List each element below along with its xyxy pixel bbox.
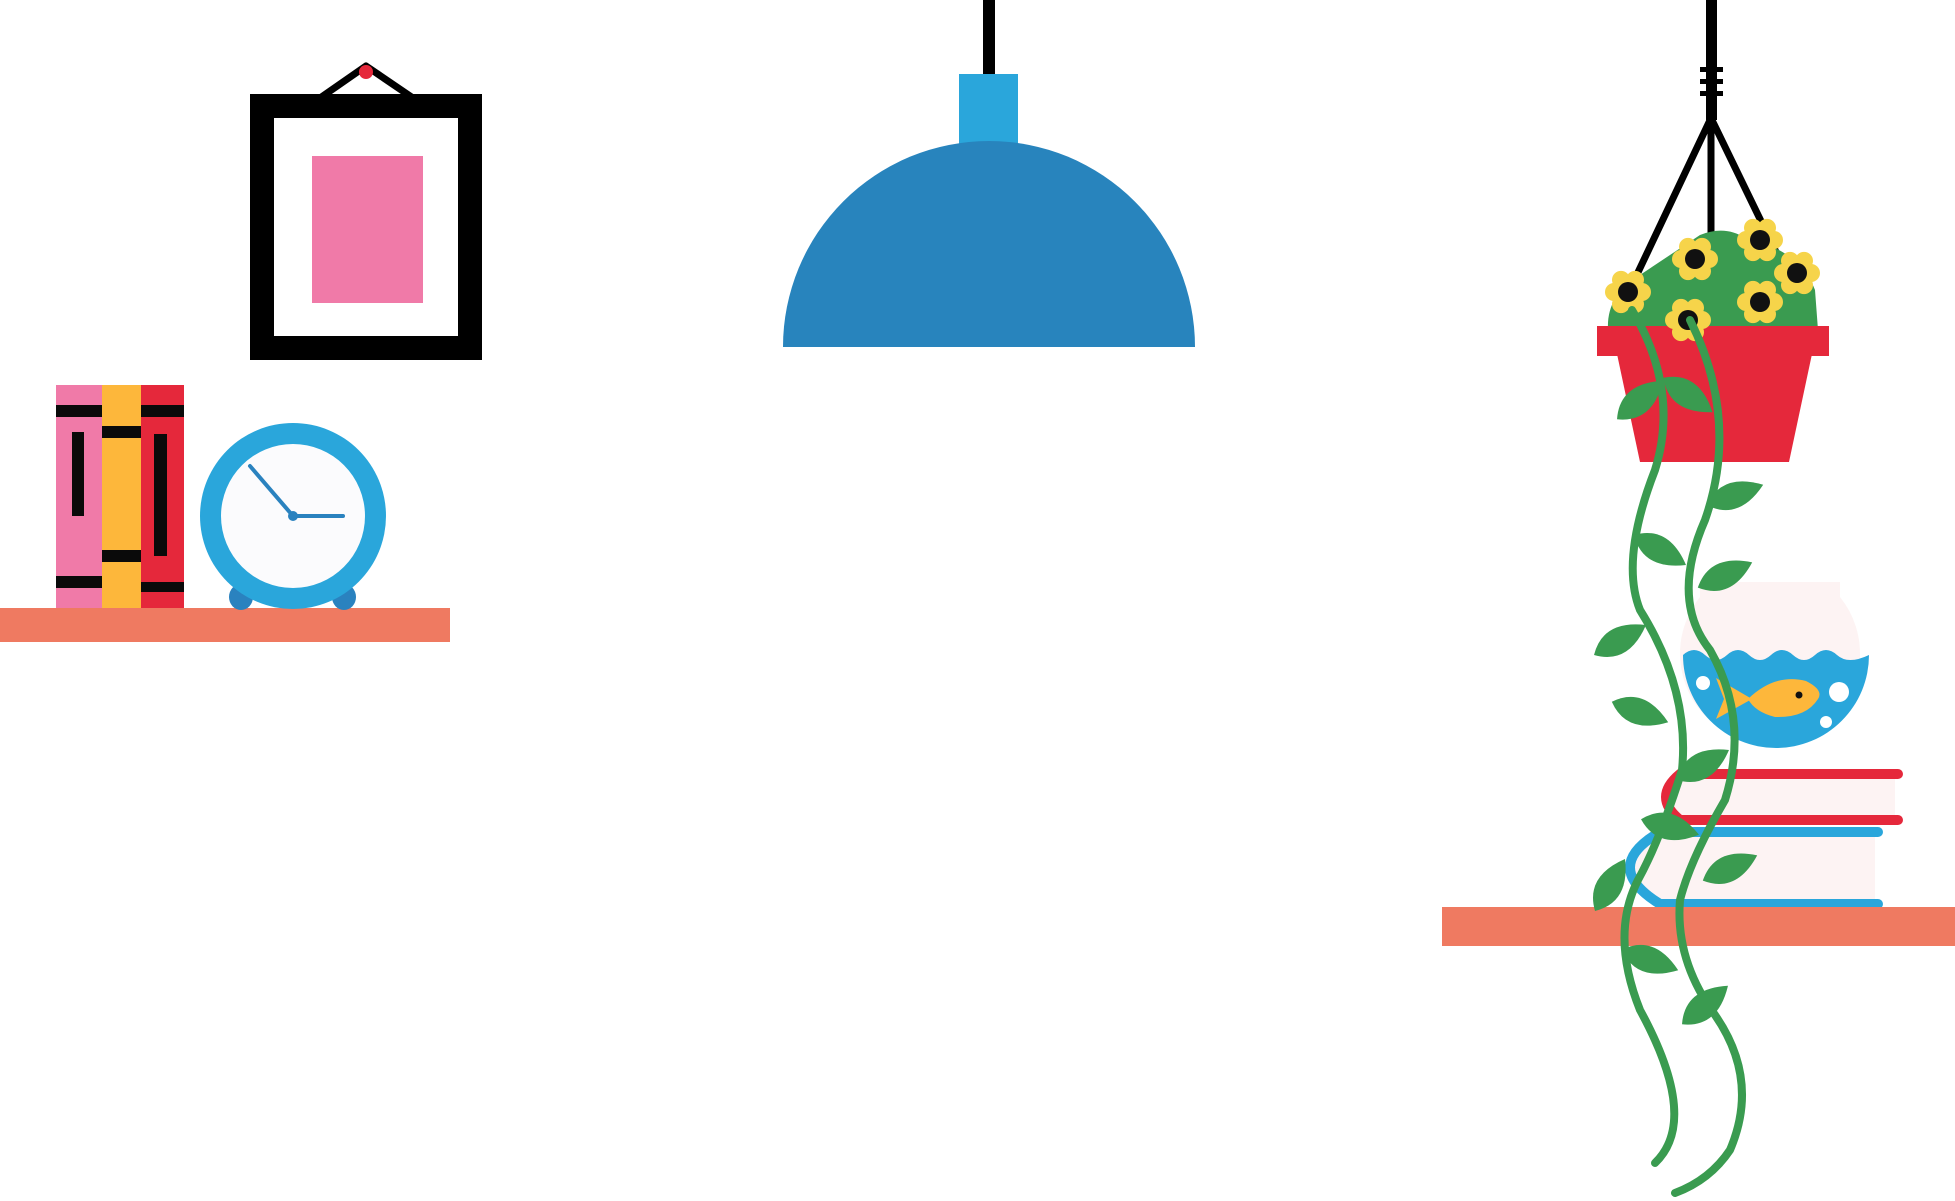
vine-leaf [1621, 944, 1679, 974]
book-pink [56, 385, 102, 608]
planter-rope [1628, 116, 1715, 287]
vines [1593, 306, 1764, 1197]
vine-leaf [1697, 560, 1753, 591]
flowers [1605, 218, 1820, 342]
vine-leaf [1641, 812, 1699, 841]
vine-left [1620, 306, 1688, 1167]
frame-artwork [312, 156, 423, 303]
clock-pivot [288, 511, 298, 521]
left-shelf [0, 608, 450, 642]
vine-leaf [1611, 696, 1669, 726]
flower [1672, 237, 1718, 281]
frame-border [250, 94, 482, 360]
flower [1774, 251, 1820, 295]
vine-leaf [1617, 380, 1663, 420]
fishbowl [1680, 582, 1869, 748]
bubble [1829, 682, 1849, 702]
lamp-socket [959, 74, 1018, 146]
planter-hook [1706, 0, 1717, 120]
flower [1605, 270, 1651, 314]
vine-leaves [1593, 376, 1764, 1025]
right-shelf [1442, 907, 1955, 946]
vine-leaf [1706, 481, 1764, 511]
vine-leaf [1634, 533, 1686, 566]
bubble [1820, 716, 1832, 728]
vine-right [1671, 316, 1746, 1197]
lamp-shade [783, 141, 1195, 347]
book-red [141, 385, 184, 608]
book-yellow [102, 385, 142, 608]
flower [1737, 218, 1783, 262]
stack-book-bottom [1629, 830, 1875, 904]
frame-hanger-pin [359, 65, 373, 79]
vine-leaf [1593, 859, 1626, 911]
lamp-cord [983, 0, 995, 78]
alarm-clock [200, 423, 386, 610]
vine-leaf [1702, 853, 1758, 884]
flower [1737, 280, 1783, 324]
vine-leaf [1594, 624, 1646, 657]
vine-leaf [1682, 985, 1728, 1025]
pendant-lamp [783, 0, 1195, 347]
picture-frame [250, 62, 482, 360]
left-shelf-board [0, 608, 450, 642]
bubble [1696, 676, 1710, 690]
goldfish-eye [1795, 691, 1803, 699]
books [56, 385, 184, 608]
planter-pot-rim [1597, 326, 1829, 356]
vine-leaf [1663, 376, 1713, 413]
right-shelf-board [1442, 907, 1955, 946]
clock-minute-hand [248, 464, 295, 518]
vine-leaf [1677, 749, 1729, 782]
